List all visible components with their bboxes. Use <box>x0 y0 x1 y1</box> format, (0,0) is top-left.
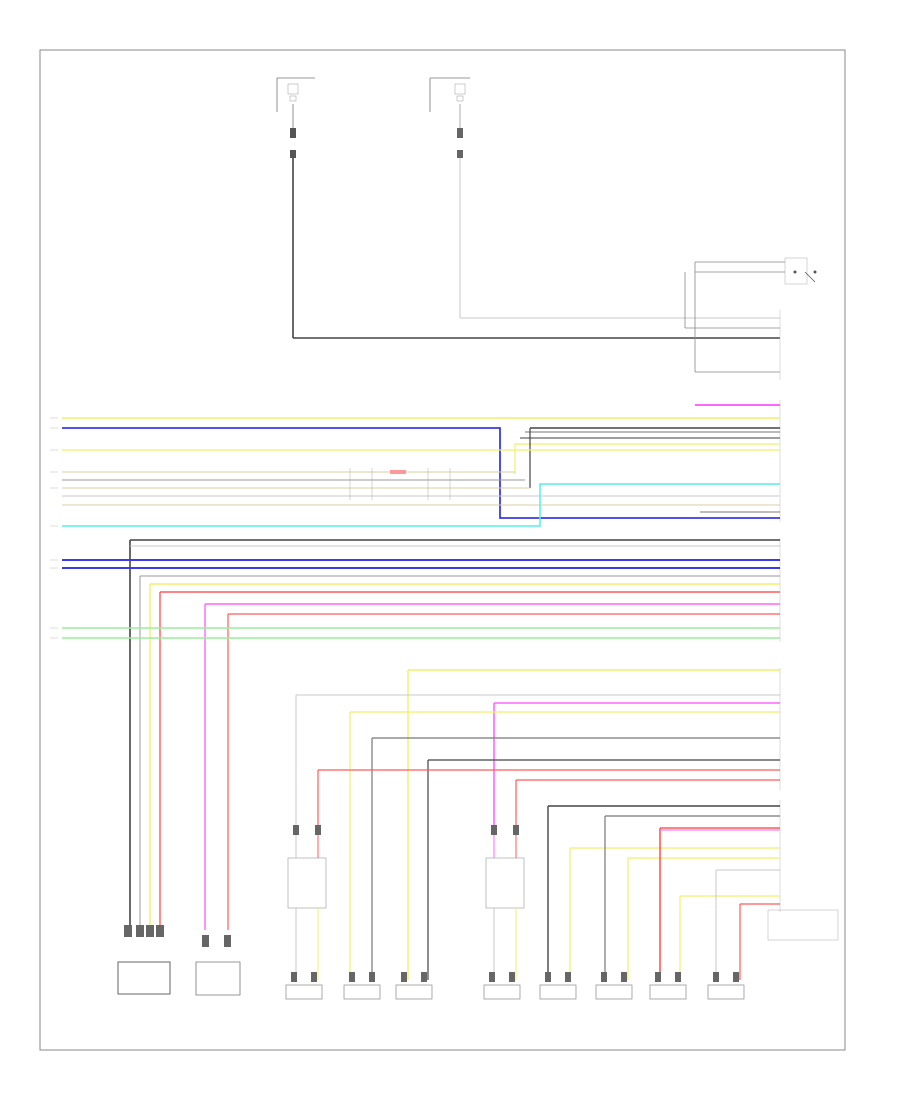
speaker-connector <box>343 984 381 1000</box>
speaker-connector <box>539 984 577 1000</box>
right-switch <box>684 257 817 373</box>
crossover-left <box>287 825 327 980</box>
speaker-pin <box>349 972 355 982</box>
speaker-pin <box>601 972 607 982</box>
speaker-pin <box>565 972 571 982</box>
speaker-pin <box>369 972 375 982</box>
speaker-pin <box>733 972 739 982</box>
amp-module-box <box>767 909 839 941</box>
speaker-pin <box>509 972 515 982</box>
speaker-pin <box>291 972 297 982</box>
lower-bus-wires <box>62 539 780 930</box>
fuse-block-2 <box>429 77 470 318</box>
speaker-feed-wires <box>295 669 780 980</box>
fuse-block-1 <box>276 77 315 338</box>
power-wires <box>293 317 780 339</box>
left-connector <box>117 925 171 995</box>
bus-wires <box>62 404 780 527</box>
speaker-pin <box>489 972 495 982</box>
left-pin-ticks <box>50 417 58 639</box>
speaker-pin <box>401 972 407 982</box>
speaker-pin <box>545 972 551 982</box>
speaker-pin <box>713 972 719 982</box>
diagram-frame <box>39 49 846 1051</box>
speaker-connector <box>595 984 633 1000</box>
speaker-connector <box>395 984 433 1000</box>
speaker-pin <box>421 972 427 982</box>
speaker-connector <box>285 984 323 1000</box>
speaker-connector <box>649 984 687 1000</box>
speaker-row <box>285 972 745 1000</box>
speaker-pin <box>675 972 681 982</box>
speaker-pin <box>655 972 661 982</box>
speaker-pin <box>621 972 627 982</box>
speaker-connector <box>707 984 745 1000</box>
crossover-right <box>485 825 525 980</box>
antenna <box>195 935 241 996</box>
speaker-connector <box>483 984 521 1000</box>
speaker-pin <box>311 972 317 982</box>
splice-marks <box>349 468 451 500</box>
